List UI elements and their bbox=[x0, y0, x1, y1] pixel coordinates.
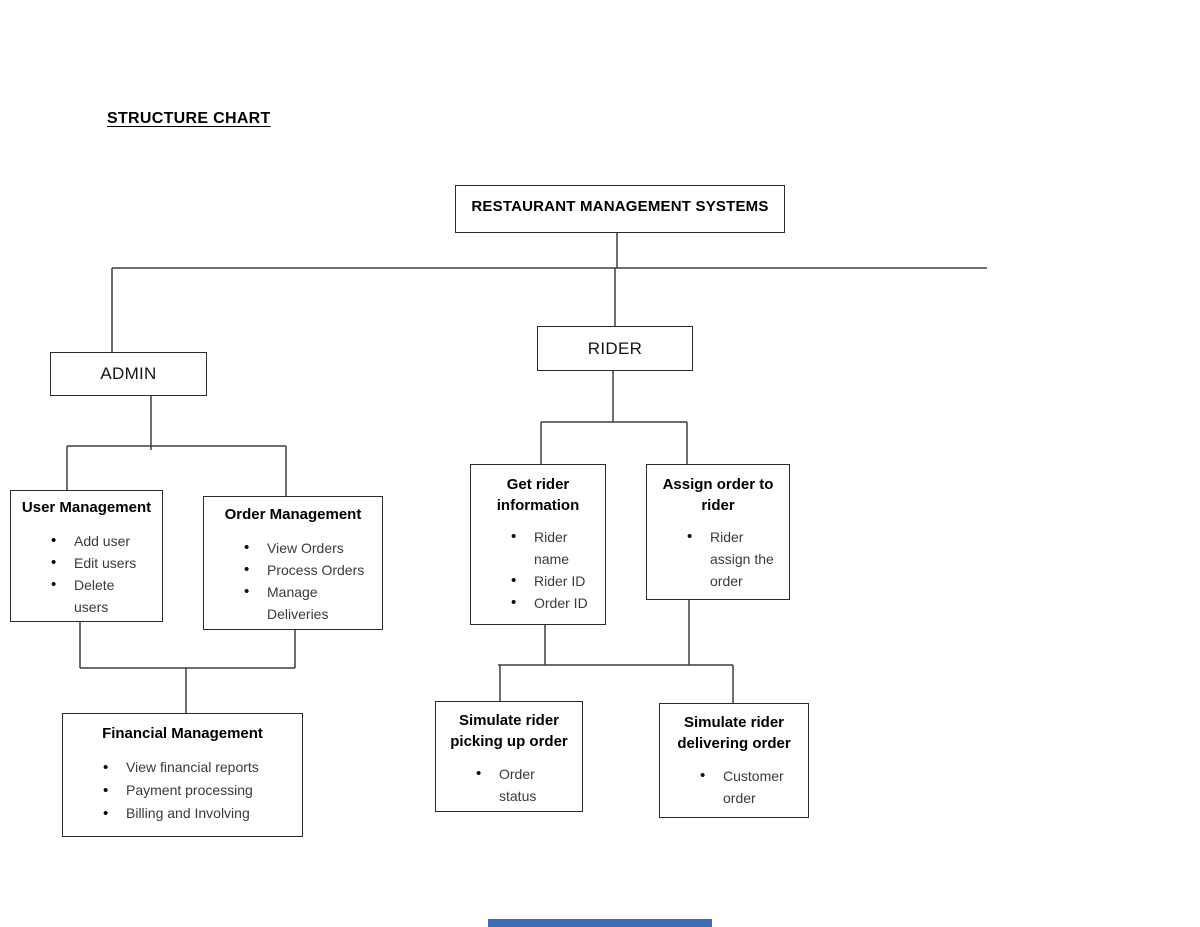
order-management-title: Order Management bbox=[224, 506, 362, 523]
list-item: Delete users bbox=[11, 574, 162, 618]
list-item: Rider ID bbox=[471, 570, 605, 592]
admin-box-title: ADMIN bbox=[100, 364, 157, 383]
simulate-rider-picking-up-order-items: Order status bbox=[436, 763, 582, 807]
assign-order-to-rider-box: Assign order to rider Rider assign the o… bbox=[646, 464, 790, 600]
user-management-box: User Management Add user Edit users Dele… bbox=[10, 490, 163, 622]
list-item: Rider assign the order bbox=[647, 526, 789, 592]
bottom-blue-bar bbox=[488, 919, 712, 927]
page-title: STRUCTURE CHART bbox=[107, 110, 271, 127]
list-item: Payment processing bbox=[63, 779, 302, 802]
get-rider-information-title: Get rider information bbox=[496, 476, 580, 514]
list-item: Rider name bbox=[471, 526, 605, 570]
rider-box: RIDER bbox=[537, 326, 693, 371]
simulate-rider-picking-up-order-box: Simulate rider picking up order Order st… bbox=[435, 701, 583, 812]
list-item: View Orders bbox=[204, 537, 382, 559]
root-box-title: RESTAURANT MANAGEMENT SYSTEMS bbox=[471, 198, 769, 215]
simulate-rider-picking-up-order-title: Simulate rider picking up order bbox=[450, 712, 568, 750]
list-item: Process Orders bbox=[204, 559, 382, 581]
rider-box-title: RIDER bbox=[587, 338, 643, 358]
assign-order-to-rider-title: Assign order to rider bbox=[662, 476, 774, 514]
simulate-rider-delivering-order-items: Customer order bbox=[660, 765, 808, 809]
list-item: Customer order bbox=[660, 765, 808, 809]
simulate-rider-delivering-order-box: Simulate rider delivering order Customer… bbox=[659, 703, 809, 818]
user-management-items: Add user Edit users Delete users bbox=[11, 530, 162, 618]
list-item: Edit users bbox=[11, 552, 162, 574]
get-rider-information-box: Get rider information Rider name Rider I… bbox=[470, 464, 606, 625]
financial-management-box: Financial Management View financial repo… bbox=[62, 713, 303, 837]
assign-order-to-rider-items: Rider assign the order bbox=[647, 526, 789, 592]
simulate-rider-delivering-order-title: Simulate rider delivering order bbox=[677, 714, 791, 752]
list-item: Manage Deliveries bbox=[204, 581, 382, 625]
list-item: Billing and Involving bbox=[63, 802, 302, 825]
restaurant-management-systems-box: RESTAURANT MANAGEMENT SYSTEMS bbox=[455, 185, 785, 233]
list-item: Order ID bbox=[471, 592, 605, 614]
list-item: View financial reports bbox=[63, 756, 302, 779]
order-management-box: Order Management View Orders Process Ord… bbox=[203, 496, 383, 630]
get-rider-information-items: Rider name Rider ID Order ID bbox=[471, 526, 605, 614]
admin-box: ADMIN bbox=[50, 352, 207, 396]
financial-management-items: View financial reports Payment processin… bbox=[63, 756, 302, 825]
user-management-title: User Management bbox=[21, 499, 152, 516]
list-item: Add user bbox=[11, 530, 162, 552]
list-item: Order status bbox=[436, 763, 582, 807]
order-management-items: View Orders Process Orders Manage Delive… bbox=[204, 537, 382, 625]
financial-management-title: Financial Management bbox=[102, 725, 263, 742]
